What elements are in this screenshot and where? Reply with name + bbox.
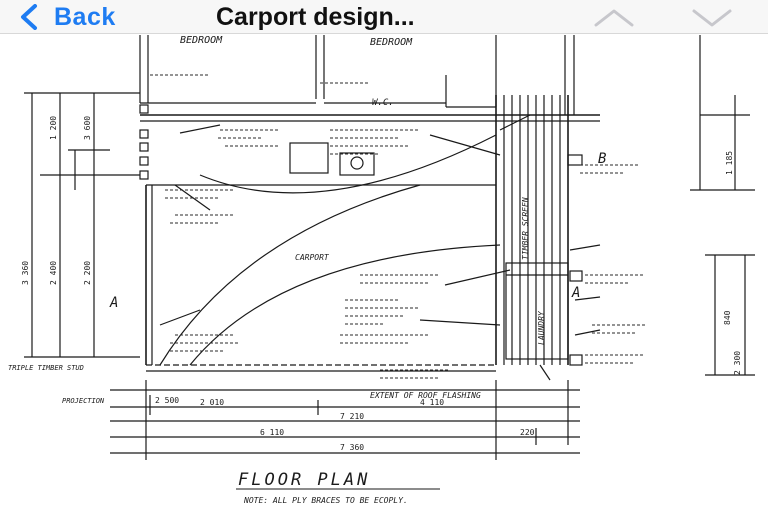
room-label-bedroom-2: BEDROOM <box>370 37 413 48</box>
dimension-text: 7 360 <box>340 443 364 452</box>
dimension-text: 4 110 <box>420 398 444 407</box>
label-carport: CARPORT <box>295 253 330 262</box>
dimension-text: 2 200 <box>83 261 92 285</box>
dimension-text: 3 600 <box>83 116 92 140</box>
chevron-left-icon <box>21 4 37 30</box>
label-triple-timber: TRIPLE TIMBER STUD <box>8 364 84 372</box>
dimension-text: 3 360 <box>21 261 30 285</box>
drawing-title: FLOOR PLAN <box>238 470 370 490</box>
dimension-text: 6 110 <box>260 428 284 437</box>
room-label-wc: W.C. <box>372 98 394 108</box>
label-projection: PROJECTION <box>62 397 105 405</box>
label-timber-screen: TIMBER SCREEN <box>521 197 530 260</box>
label-laundry: LAUNDRY <box>537 310 546 345</box>
room-label-bedroom-1: BEDROOM <box>180 35 223 46</box>
dimension-text: 2 300 <box>733 351 742 375</box>
image-viewer[interactable]: BEDROOM BEDROOM W.C. CARPORT TIMBER SCRE… <box>0 35 768 512</box>
previous-button[interactable] <box>592 4 636 30</box>
dimension-text: 2 010 <box>200 398 224 407</box>
back-label: Back <box>54 2 116 31</box>
section-marker-b: B <box>598 151 606 167</box>
dimension-text: 840 <box>723 310 732 325</box>
page-title: Carport design... <box>216 3 415 31</box>
floor-plan-drawing: BEDROOM BEDROOM W.C. CARPORT TIMBER SCRE… <box>8 35 755 505</box>
next-button[interactable] <box>690 4 734 30</box>
chevron-down-icon <box>692 9 732 27</box>
back-button[interactable]: Back <box>18 0 116 34</box>
dimension-text: 1 200 <box>49 116 58 140</box>
dimension-text: 1 185 <box>725 151 734 175</box>
navigation-bar: Back Carport design... <box>0 0 768 34</box>
dimension-text: 7 210 <box>340 412 364 421</box>
dimension-text: 220 <box>520 428 535 437</box>
dimension-text: 2 500 <box>155 396 179 405</box>
section-marker-a-left: A <box>109 295 118 311</box>
drawing-note: NOTE: ALL PLY BRACES TO BE ECOPLY. <box>243 496 408 505</box>
dimension-text: 2 400 <box>49 261 58 285</box>
section-marker-a-right: A <box>571 285 580 301</box>
chevron-up-icon <box>594 9 634 27</box>
label-extent: EXTENT OF ROOF FLASHING <box>370 391 481 400</box>
